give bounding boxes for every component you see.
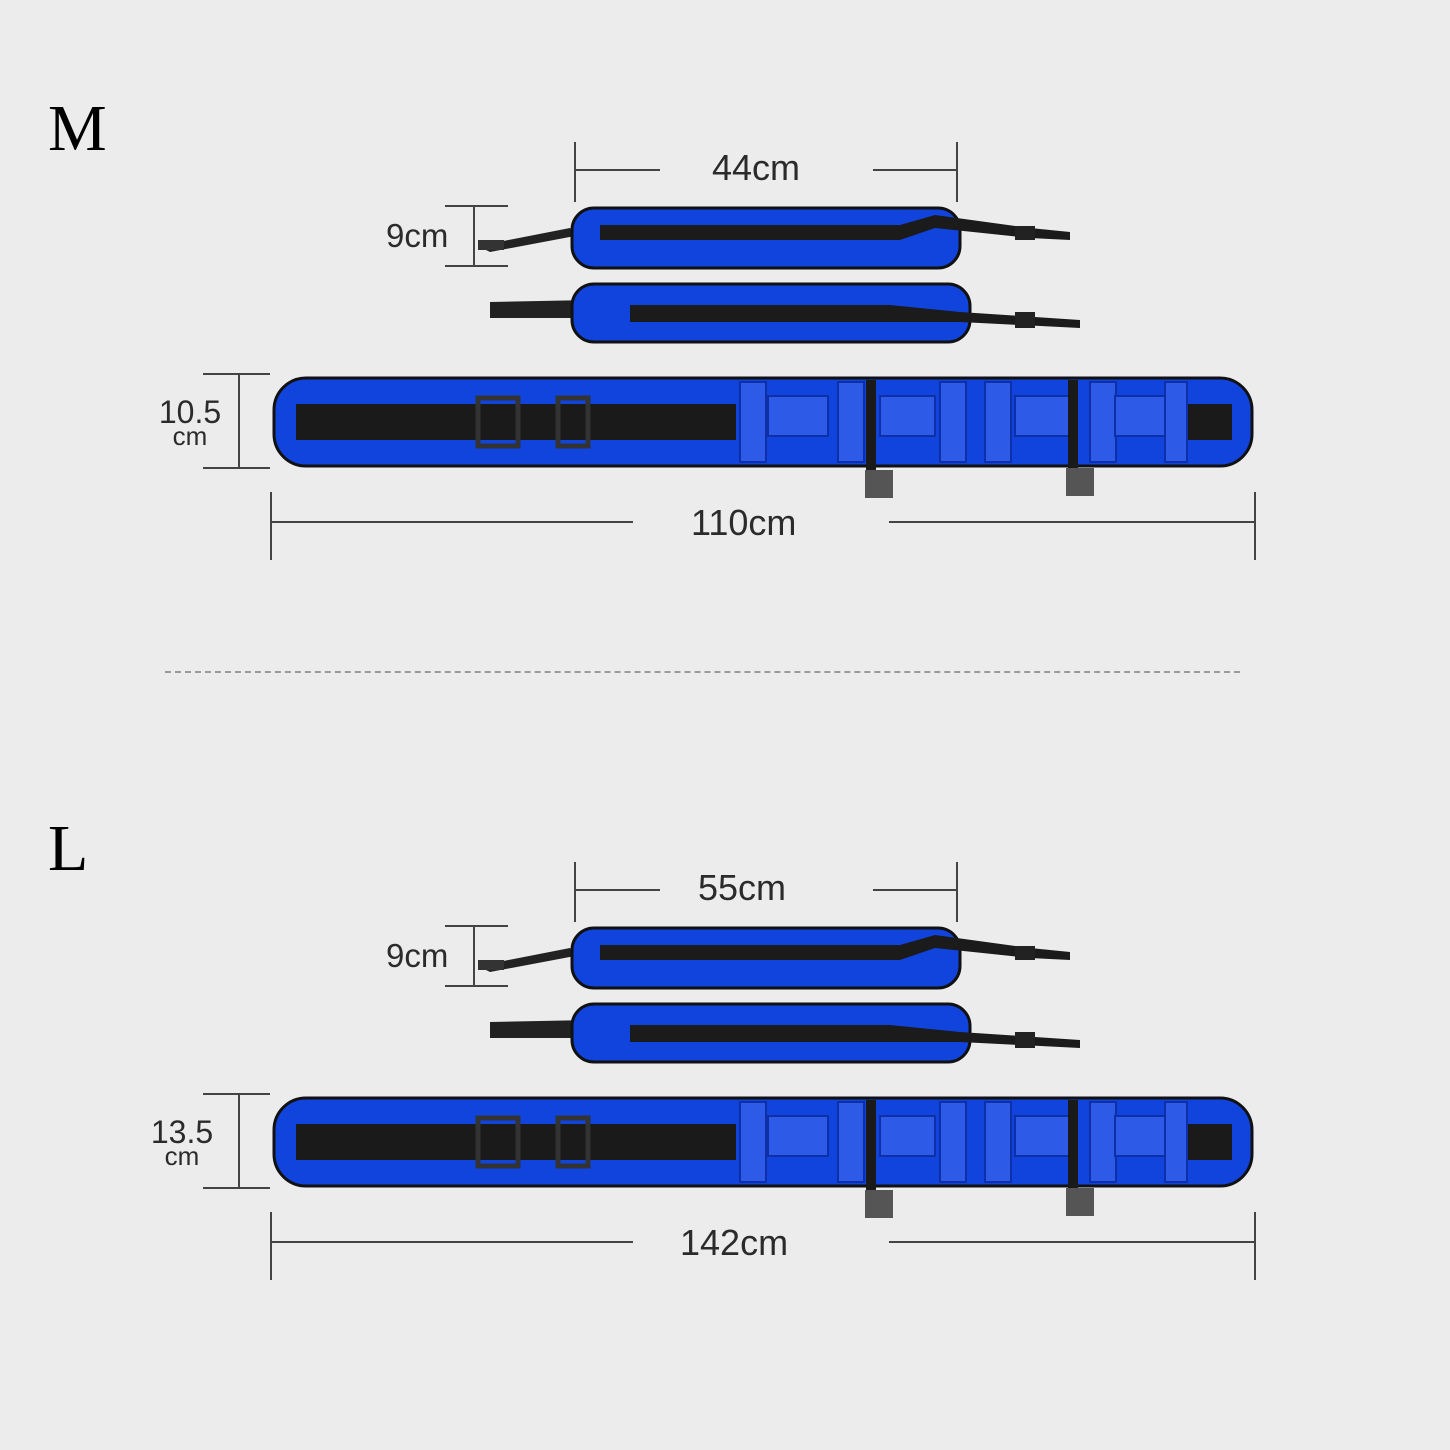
dimension-lines [203,142,1256,560]
strap-length-label: 55cm [698,867,787,908]
strap-height-label: 9cm [386,937,449,974]
belt-height-label: 10.5 cm [152,394,228,451]
belt-height-value: 10.5 [158,394,222,430]
lower-strap [490,282,1080,344]
size-m-section: M [0,0,1450,720]
dimension-lines [203,862,1256,1280]
lower-strap [490,1002,1080,1064]
size-m-label: M [48,92,107,165]
size-l-label: L [48,812,89,885]
upper-strap [478,926,1070,990]
main-belt [272,1096,1254,1218]
size-m-diagram [203,142,1256,560]
belt-length-label: 142cm [680,1222,789,1263]
main-belt [272,376,1254,498]
belt-height-unit: cm [172,420,208,451]
belt-length-label: 110cm [691,502,797,543]
size-l-section: L [0,720,1450,1440]
belt-height-unit: cm [164,1140,200,1171]
upper-strap [478,206,1070,270]
section-divider [165,671,1240,673]
belt-height-value: 13.5 [150,1114,214,1150]
size-l-diagram [203,862,1256,1280]
belt-height-label: 13.5 cm [144,1114,220,1171]
strap-height-label: 9cm [386,217,449,254]
strap-length-label: 44cm [712,147,801,188]
